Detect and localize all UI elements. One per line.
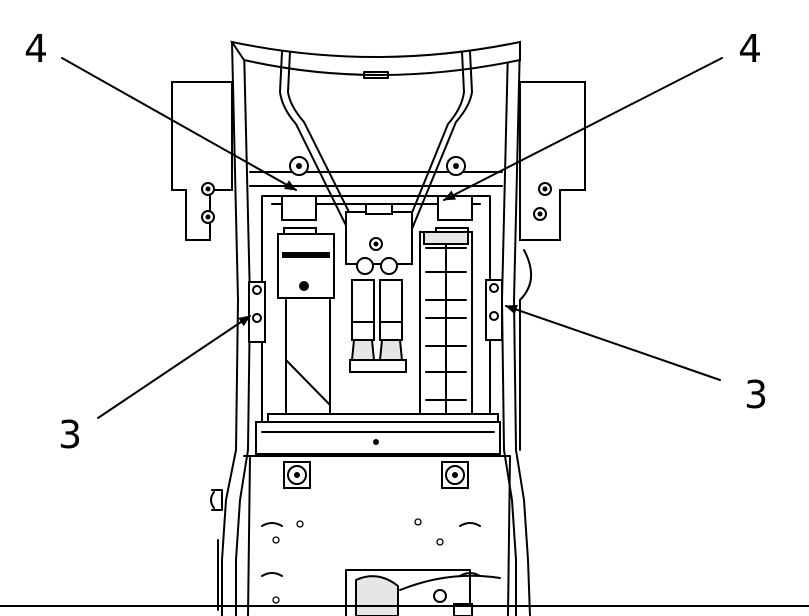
leader-line-bottom-right — [505, 304, 721, 381]
lower-cross-beam — [255, 421, 501, 455]
upper-bracket — [249, 171, 503, 187]
left-hydraulic-tube — [279, 51, 365, 263]
right-frame-rail-inner — [501, 47, 517, 616]
top-cross-member — [229, 40, 521, 76]
left-side-plate — [171, 81, 233, 241]
left-frame-rail-inner — [235, 47, 251, 616]
callout-label-bottom-left: 3 — [58, 413, 82, 457]
right-hydraulic-tube — [391, 51, 465, 263]
callout-label-top-left: 4 — [24, 27, 48, 71]
machine-linework — [0, 40, 809, 616]
leader-line-bottom-left — [97, 315, 251, 419]
right-side-clamp — [485, 279, 503, 341]
leader-line-top-left — [61, 57, 297, 191]
callout-label-top-right: 4 — [738, 27, 762, 71]
bottom-plate — [243, 455, 511, 616]
leader-line-top-right — [443, 57, 723, 201]
callout-labels: 4 4 3 3 — [24, 27, 768, 457]
callout-label-bottom-right: 3 — [744, 373, 768, 417]
left-side-clamp — [248, 281, 266, 343]
right-frame-rail — [513, 41, 531, 616]
callout-leaders — [61, 57, 723, 419]
right-side-plate — [519, 81, 586, 241]
left-frame-rail — [221, 41, 239, 616]
